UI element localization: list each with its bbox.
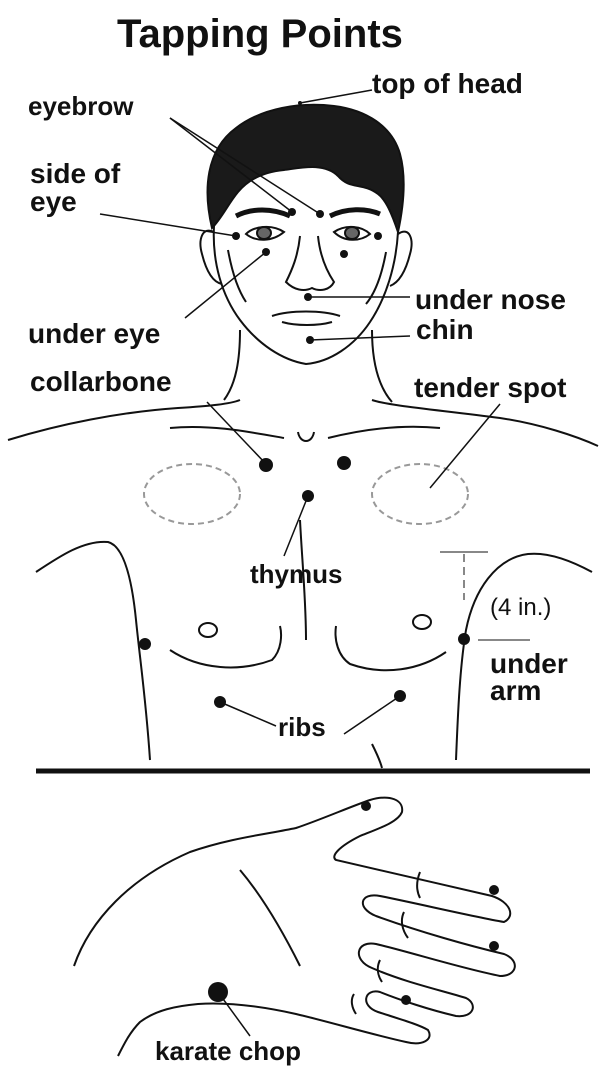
finger-dot-middle	[489, 885, 499, 895]
hand-outline	[74, 798, 515, 1056]
thymus-pointer	[284, 496, 308, 556]
label-ribs: ribs	[278, 714, 326, 740]
side-of-eye-dot-left	[232, 232, 240, 240]
ribs-pointer-right	[344, 696, 400, 734]
right-collarbone	[328, 427, 440, 438]
finger-dot-ring	[489, 941, 499, 951]
top-of-head-pointer	[300, 90, 372, 103]
label-collarbone: collarbone	[30, 368, 172, 396]
eyebrow-dot-right	[316, 210, 324, 218]
ribs-pointer-left	[220, 702, 276, 726]
hand-illustration	[74, 798, 515, 1056]
left-iris	[257, 227, 271, 239]
label-chin: chin	[416, 316, 474, 344]
under-eye-pointer	[185, 252, 266, 318]
finger-dot-index	[361, 801, 371, 811]
under-arm-dot-right	[458, 633, 470, 645]
label-thymus: thymus	[250, 561, 342, 587]
abdomen-line	[372, 744, 382, 768]
finger-creases	[352, 872, 420, 1014]
left-collarbone	[170, 427, 284, 438]
mouth	[272, 312, 340, 317]
thumb-line	[240, 870, 300, 966]
left-pectoral	[170, 626, 281, 667]
side-of-eye-dot-right	[374, 232, 382, 240]
top-of-head-dot	[298, 101, 302, 105]
label-eyebrow: eyebrow	[28, 93, 134, 119]
finger-dot-pinky	[401, 995, 411, 1005]
left-shoulder	[8, 400, 240, 440]
label-top-of-head: top of head	[372, 70, 523, 98]
label-side-of-eye-line1: side of	[30, 160, 120, 188]
right-pectoral	[336, 626, 446, 670]
nose	[286, 236, 334, 290]
collarbone-dot-right	[337, 456, 351, 470]
tender-spot-left-circle	[144, 464, 240, 524]
thymus-dot	[302, 490, 314, 502]
right-nipple	[413, 615, 431, 629]
right-eyebrow	[330, 210, 380, 216]
collarbone-dot-left	[259, 458, 273, 472]
under-arm-dot-left	[139, 638, 151, 650]
tender-spot-pointer	[430, 404, 500, 488]
label-karate-chop: karate chop	[155, 1038, 301, 1064]
sternal-notch	[298, 432, 314, 441]
chin-dot	[306, 336, 314, 344]
ribs-dot-left	[214, 696, 226, 708]
chin-pointer	[310, 336, 410, 340]
head-illustration	[201, 105, 412, 402]
label-side-of-eye-line2: eye	[30, 188, 77, 216]
left-eyebrow	[236, 210, 290, 216]
eyebrow-dot-left	[288, 208, 296, 216]
right-iris	[345, 227, 359, 239]
right-ear	[390, 232, 412, 286]
label-tender-spot: tender spot	[414, 374, 566, 402]
under-eye-dot-left	[262, 248, 270, 256]
ribs-dot-right	[394, 690, 406, 702]
tender-spot-right-circle	[372, 464, 468, 524]
label-four-inches: (4 in.)	[490, 596, 551, 620]
left-nipple	[199, 623, 217, 637]
page-title: Tapping Points	[117, 14, 403, 54]
under-nose-dot	[304, 293, 312, 301]
label-under-eye: under eye	[28, 320, 160, 348]
karate-chop-dot	[208, 982, 228, 1002]
under-eye-dot-right	[340, 250, 348, 258]
label-under-nose: under nose	[415, 286, 566, 314]
label-under-arm-line2: arm	[490, 677, 541, 705]
label-under-arm-line1: under	[490, 650, 568, 678]
left-arm-outer	[36, 542, 150, 760]
lower-lip	[282, 322, 332, 325]
